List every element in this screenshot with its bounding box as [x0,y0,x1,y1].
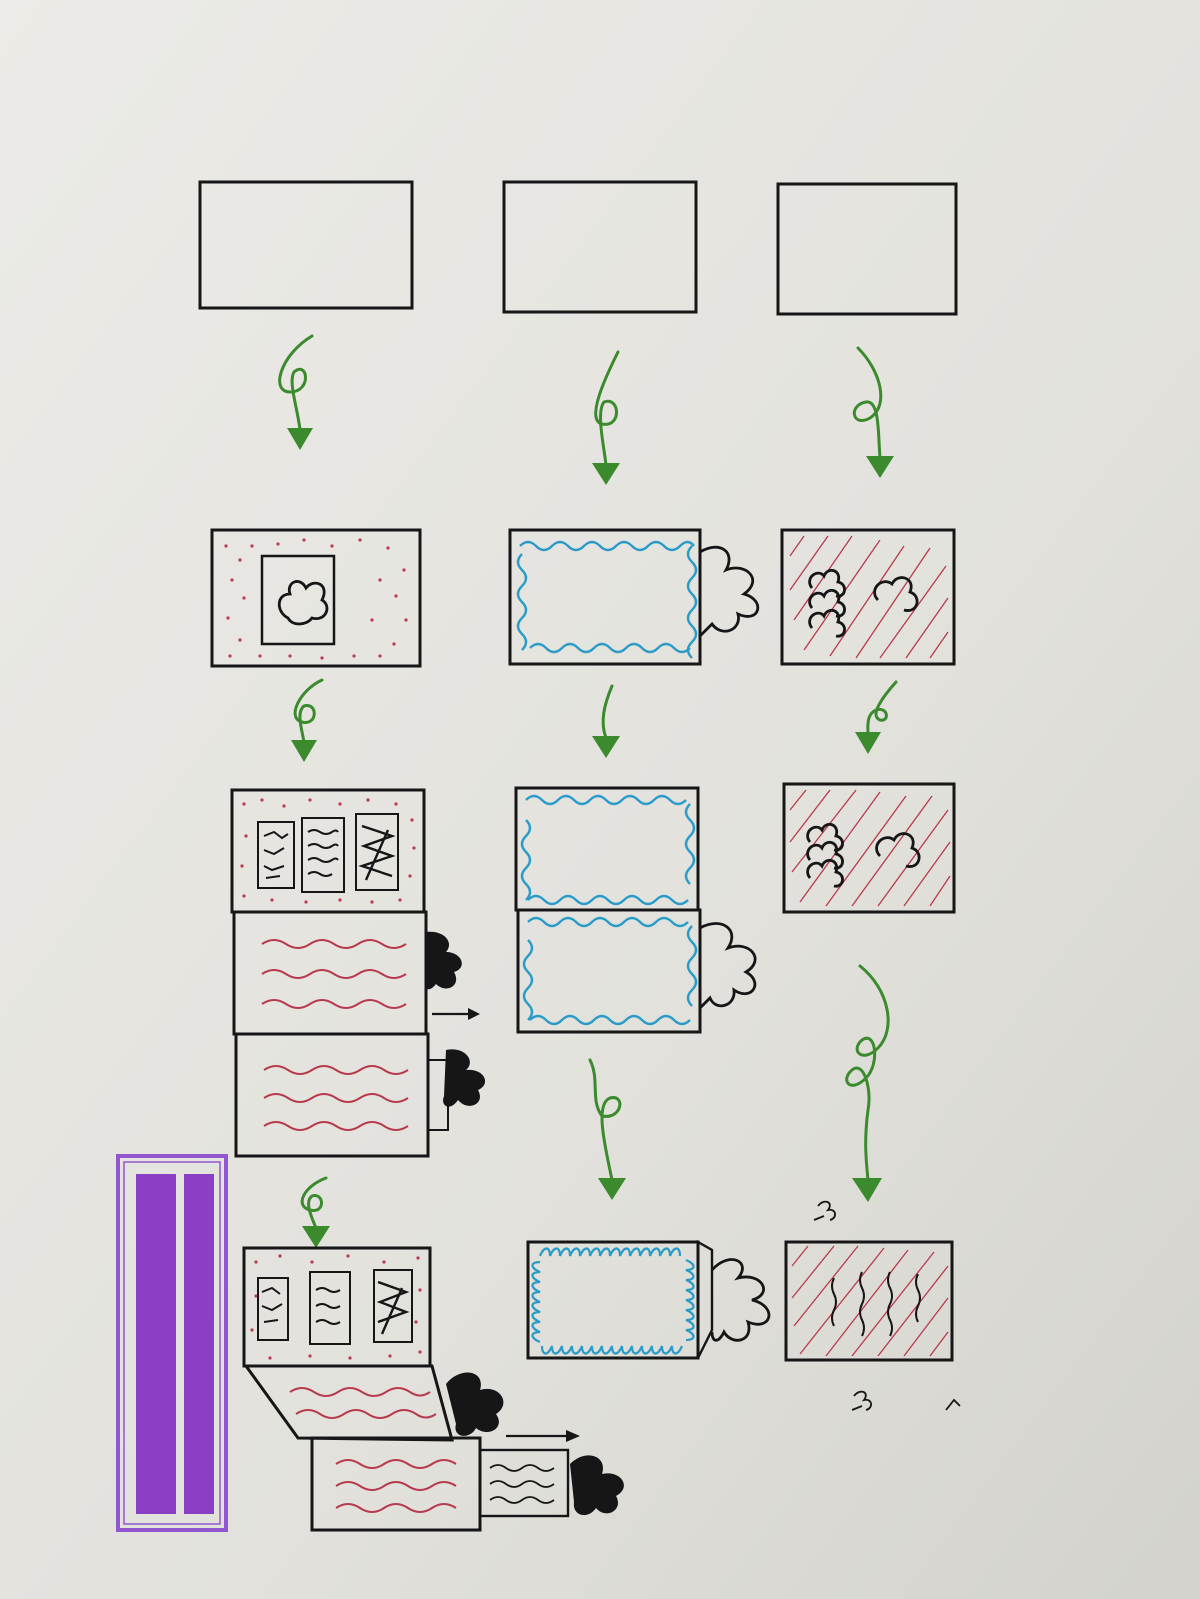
ink-blob-icon [570,1455,624,1516]
green-loop-arrow-icon [855,680,898,754]
green-loop-arrow-icon [588,1058,626,1200]
ink-blob-icon [446,1372,504,1436]
dotted-frame-with-blob-window [210,528,422,668]
green-loop-arrow-icon [853,346,894,478]
blank-rectangle [502,180,698,314]
ink-blob-icon [443,1049,486,1107]
red-hatched-card-with-blobs [780,528,956,666]
green-loop-arrow-icon [592,350,620,485]
blue-scribble-two-panel-card [514,786,757,1034]
ink-blob-icon [710,1258,771,1342]
tri-fold-brochure-folding [242,1246,624,1532]
purple-two-bar-tray [116,1154,228,1532]
tri-fold-brochure-unfolded [230,788,486,1158]
ink-blob-icon [808,568,919,638]
ink-blob-icon [806,822,921,888]
black-arrow-icon [506,1430,580,1442]
red-hatched-card-with-blobs-small [782,782,956,914]
red-hatched-card-with-text-lines [784,1200,961,1411]
ink-blob-icon [425,931,462,990]
ink-blob-icon [277,580,329,626]
blue-loop-border-card-with-tab [526,1239,771,1360]
green-loop-arrow-icon [300,1176,330,1248]
blank-rectangle [776,182,958,316]
blue-scribble-border-card-with-tab [508,528,760,666]
green-loop-arrow-icon [291,678,324,762]
green-loop-arrow-icon [592,684,620,758]
black-arrow-icon [432,1008,480,1020]
ink-blob-icon [699,922,757,1009]
green-loop-arrow-icon [845,964,890,1202]
blank-rectangle [198,180,414,310]
ink-blob-icon [699,545,760,637]
green-loop-arrow-icon [278,334,314,450]
